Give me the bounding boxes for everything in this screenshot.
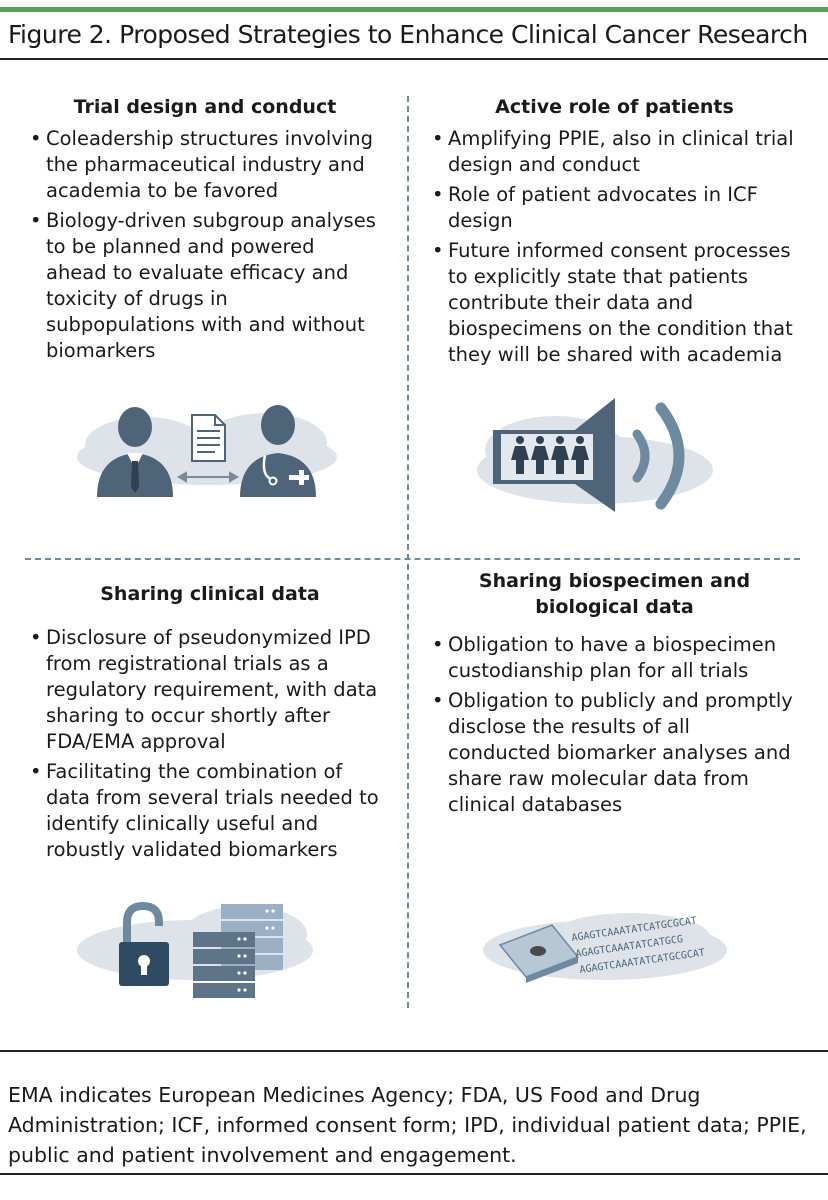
list-item: Disclosure of pseudonymized IPD from reg… <box>30 625 390 755</box>
people-group-icon <box>511 436 589 474</box>
horizontal-divider <box>25 558 800 560</box>
list-item: Biology-driven subgroup analyses to be p… <box>30 208 380 364</box>
quadrant-patients: Active role of patients Amplifying PPIE,… <box>432 94 797 372</box>
footnote-rule-top <box>0 1050 828 1052</box>
quadrant-heading: Sharing clinical data <box>100 583 320 605</box>
bullet-list: Disclosure of pseudonymized IPD from reg… <box>30 625 390 863</box>
footnote-rule-bottom <box>0 1173 828 1175</box>
figure-title: Figure 2. Proposed Strategies to Enhance… <box>8 20 808 49</box>
quadrant-heading: Active role of patients <box>495 96 734 118</box>
bullet-list: Obligation to have a biospecimen custodi… <box>432 632 797 818</box>
quadrant-biospecimen: Sharing biospecimen and biological data … <box>432 568 797 822</box>
list-item: Future informed consent processes to exp… <box>432 238 797 368</box>
quadrant-heading: Trial design and conduct <box>73 96 337 118</box>
footnote: EMA indicates European Medicines Agency;… <box>8 1083 807 1167</box>
quadrant-heading: Sharing biospecimen and biological data <box>432 568 797 620</box>
title-rule <box>0 58 828 60</box>
doctor-icon <box>240 405 316 497</box>
trial-design-illustration <box>77 405 337 497</box>
clinical-data-illustration <box>77 901 313 998</box>
business-person-icon <box>97 407 173 497</box>
list-item: Amplifying PPIE, also in clinical trial … <box>432 126 797 178</box>
biospecimen-slide-icon <box>498 924 580 983</box>
bullet-list: Amplifying PPIE, also in clinical trial … <box>432 126 797 368</box>
heading-line: Sharing biospecimen and <box>478 570 751 592</box>
vertical-divider <box>407 96 409 1008</box>
bullet-list: Coleadership structures involving the ph… <box>30 126 380 364</box>
patients-illustration <box>477 398 713 512</box>
list-item: Role of patient advocates in ICF design <box>432 182 797 234</box>
quadrant-trial-design: Trial design and conduct Coleadership st… <box>30 94 380 368</box>
unlocked-padlock-icon <box>119 901 169 986</box>
list-item: Obligation to publicly and promptly disc… <box>432 688 797 818</box>
list-item: Obligation to have a biospecimen custodi… <box>432 632 797 684</box>
accent-bar <box>0 7 828 12</box>
sound-waves-icon <box>632 402 685 510</box>
biospecimen-illustration: AGAGTCAAATATCATGCGCAT AGAGTCAAATATCATGCG… <box>483 913 727 983</box>
document-icon <box>191 414 226 462</box>
list-item: Facilitating the combination of data fro… <box>30 759 390 863</box>
quadrant-clinical-data: Sharing clinical data Disclosure of pseu… <box>30 581 390 867</box>
server-stack-icon <box>193 904 283 998</box>
double-arrow-icon <box>176 471 240 483</box>
list-item: Coleadership structures involving the ph… <box>30 126 380 204</box>
heading-line: biological data <box>535 596 694 618</box>
